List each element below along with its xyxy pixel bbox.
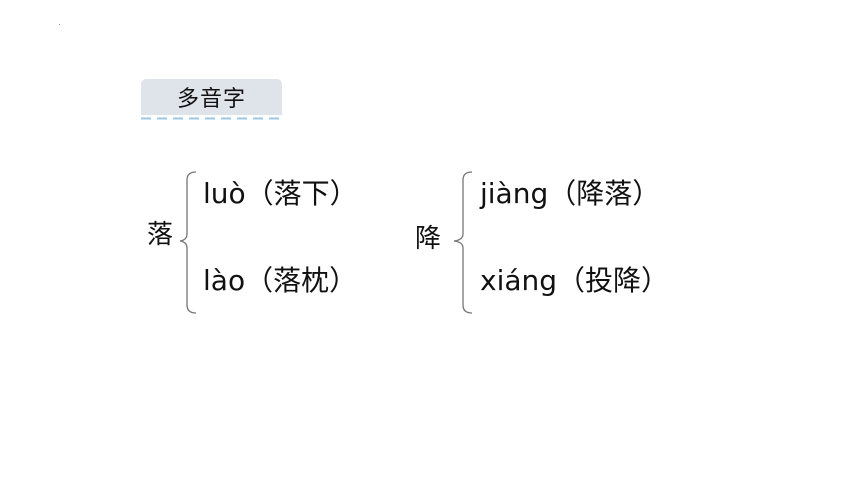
pinyin: xiáng bbox=[480, 264, 558, 297]
left-brace bbox=[453, 171, 473, 314]
example-word: （投降） bbox=[557, 264, 670, 297]
reading-item: luò（落下） bbox=[203, 180, 358, 208]
reading-item: xiáng（投降） bbox=[480, 267, 669, 295]
section-label-badge: 多音字 bbox=[141, 79, 282, 115]
slide-dot bbox=[59, 24, 60, 25]
polyphone-character: 降 bbox=[415, 224, 442, 254]
badge-dashed-underline bbox=[141, 117, 283, 120]
left-brace bbox=[179, 171, 197, 314]
polyphone-character: 落 bbox=[147, 220, 174, 250]
pinyin: jiàng bbox=[480, 177, 549, 210]
reading-item: jiàng（降落） bbox=[480, 180, 660, 208]
section-label: 多音字 bbox=[176, 87, 246, 112]
example-word: （落下） bbox=[245, 177, 358, 210]
reading-item: lào（落枕） bbox=[203, 267, 357, 295]
pinyin: luò bbox=[203, 177, 246, 210]
pinyin: lào bbox=[203, 264, 246, 297]
example-word: （降落） bbox=[548, 177, 661, 210]
example-word: （落枕） bbox=[245, 264, 358, 297]
